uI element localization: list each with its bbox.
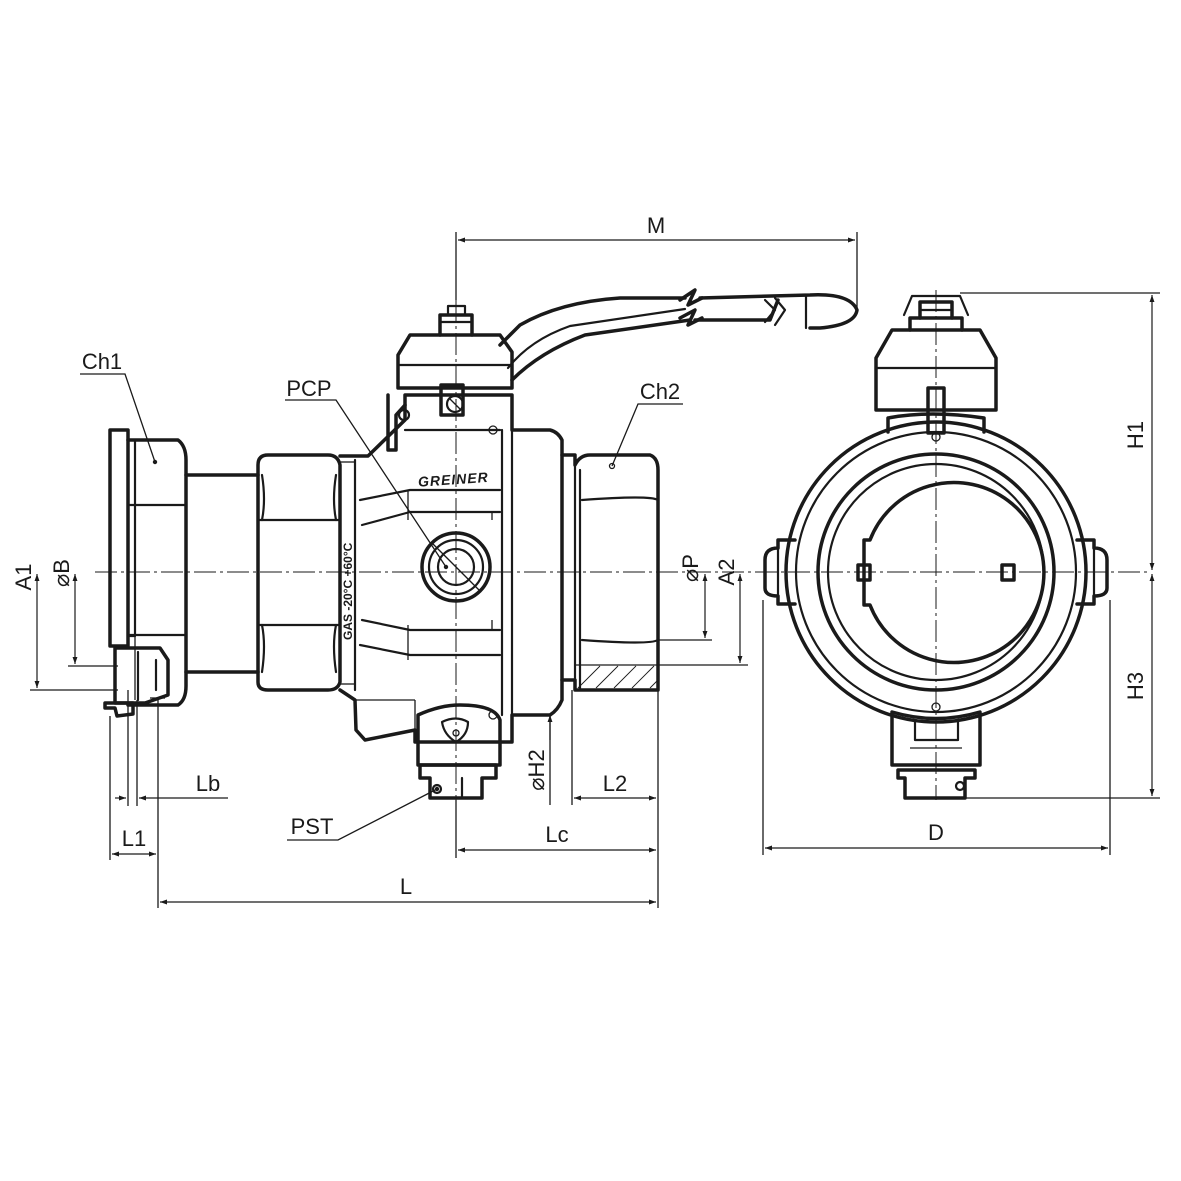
front-bottom-drain: [890, 710, 982, 800]
dimension-H1: H1: [960, 292, 1160, 570]
gas-temperature-stamp: GAS -20°C +60°C: [341, 542, 355, 640]
label-L: L: [400, 874, 412, 899]
leader-Ch2: Ch2: [611, 379, 683, 467]
leader-PST: PST: [287, 786, 440, 841]
dimension-H3: H3: [965, 574, 1160, 799]
left-pipe: [184, 473, 260, 674]
dimension-Lb: Lb: [115, 690, 228, 806]
label-M: M: [647, 213, 665, 238]
dimension-L1: L1: [109, 700, 159, 860]
valve-side-view: GREINER GAS -20°C +60°C: [103, 288, 859, 800]
bottom-drain: [416, 703, 502, 800]
left-flange: [108, 428, 137, 648]
thread-hatching: [577, 665, 659, 689]
dimension-B: ⌀B: [49, 559, 118, 667]
label-A1: A1: [11, 564, 36, 591]
dimensions: M H1 H3 D A1: [11, 213, 1160, 908]
brand-marking: GREINER: [417, 469, 489, 490]
leader-PCP: PCP: [285, 376, 449, 570]
dimension-L2: L2: [571, 690, 659, 805]
label-L2: L2: [603, 771, 627, 796]
label-Lc: Lc: [545, 822, 568, 847]
dimension-A2: A2: [658, 559, 748, 666]
valve-front-view: [763, 294, 1109, 800]
handle-cap: [386, 304, 514, 452]
label-B: ⌀B: [49, 559, 74, 587]
dimension-P: ⌀P: [658, 554, 712, 641]
dimension-D: D: [762, 600, 1111, 855]
label-D: D: [928, 820, 944, 845]
dimension-M: M: [455, 213, 858, 310]
left-hex-nut: [126, 438, 188, 707]
label-P: ⌀P: [678, 554, 703, 582]
label-H1: H1: [1123, 421, 1148, 449]
center-lines: [95, 290, 1150, 800]
valve-body: GREINER GAS -20°C +60°C: [338, 393, 564, 744]
label-PST: PST: [291, 814, 334, 839]
label-A2: A2: [714, 559, 739, 586]
label-H2: ⌀H2: [524, 749, 549, 790]
dimension-Lc: Lc: [455, 800, 659, 908]
front-top-cap: [874, 294, 998, 435]
label-Lb: Lb: [196, 771, 220, 796]
leader-Ch1: Ch1: [80, 349, 158, 465]
leaders: Ch1 PCP Ch2 PST: [80, 349, 683, 841]
label-L1: L1: [122, 826, 146, 851]
side-lug-left: [763, 538, 797, 606]
dimension-H2: ⌀H2: [524, 715, 553, 805]
label-Ch1: Ch1: [82, 349, 122, 374]
side-lug-right: [1075, 538, 1109, 606]
dimension-L: L: [157, 860, 656, 908]
lever-handle: [498, 288, 859, 382]
dimension-A1: A1: [11, 564, 118, 691]
left-seal-clip: [103, 646, 170, 718]
label-H3: H3: [1123, 672, 1148, 700]
label-PCP: PCP: [286, 376, 331, 401]
pcp-test-plug: [420, 531, 492, 603]
label-Ch2: Ch2: [640, 379, 680, 404]
right-connection: [560, 453, 660, 692]
middle-hex-nut: [256, 453, 355, 692]
